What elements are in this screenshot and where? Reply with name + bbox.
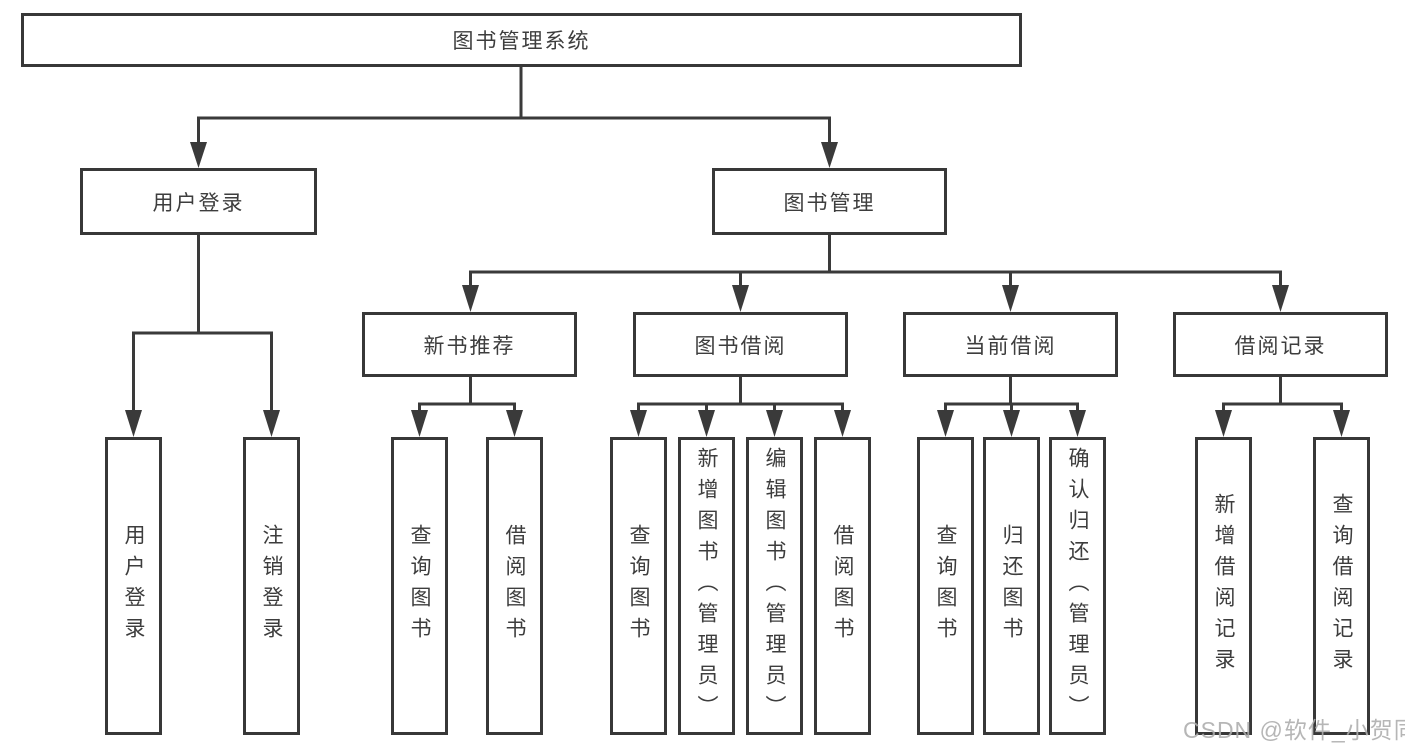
node-label: 用户登录 [122, 524, 145, 648]
node-newrec-borrow-books: 借阅图书 [486, 437, 543, 735]
arrowheads [125, 142, 1350, 437]
node-new-book-rec: 新书推荐 [362, 312, 577, 377]
arrowhead [506, 410, 523, 437]
node-current-return-books: 归还图书 [983, 437, 1040, 735]
arrowhead [1002, 285, 1019, 312]
node-borrow-query-books: 查询图书 [610, 437, 667, 735]
connector-new-book-split [418, 377, 516, 412]
node-user-login: 用户登录 [80, 168, 317, 235]
arrowhead [937, 410, 954, 437]
arrowhead [732, 285, 749, 312]
node-label: 借阅图书 [831, 524, 854, 648]
arrowhead [834, 410, 851, 437]
node-label: 新增图书（管理员） [695, 446, 718, 726]
node-borrow-records: 借阅记录 [1173, 312, 1388, 377]
node-label: 归还图书 [1000, 524, 1023, 648]
node-current-borrow: 当前借阅 [903, 312, 1118, 377]
node-current-confirm-return-admin: 确认归还（管理员） [1049, 437, 1106, 735]
arrowhead [263, 410, 280, 437]
arrowhead [698, 410, 715, 437]
connector-root-to-level2 [197, 67, 831, 144]
node-borrow-add-books-admin: 新增图书（管理员） [678, 437, 735, 735]
node-label: 查询图书 [934, 524, 957, 648]
node-label: 确认归还（管理员） [1066, 446, 1089, 726]
arrowhead [1069, 410, 1086, 437]
connector-records-split [1222, 377, 1343, 412]
arrowhead [411, 410, 428, 437]
arrowhead [1333, 410, 1350, 437]
node-root: 图书管理系统 [21, 13, 1022, 67]
node-book-borrow: 图书借阅 [633, 312, 848, 377]
connector-book-borrow-split [637, 377, 844, 412]
arrowhead [1272, 285, 1289, 312]
connector-book-mgmt-split [469, 235, 1282, 287]
node-records-add-record: 新增借阅记录 [1195, 437, 1252, 735]
node-records-query-record: 查询借阅记录 [1313, 437, 1370, 735]
node-logout: 注销登录 [243, 437, 300, 735]
node-book-mgmt: 图书管理 [712, 168, 947, 235]
node-label: 借阅图书 [503, 524, 526, 648]
arrowhead [630, 410, 647, 437]
connectors [132, 67, 1343, 412]
node-label: 查询借阅记录 [1330, 493, 1353, 679]
node-borrow-edit-books-admin: 编辑图书（管理员） [746, 437, 803, 735]
node-label: 编辑图书（管理员） [763, 446, 786, 726]
csdn-watermark: CSDN @软件_小贺同学 [1183, 717, 1405, 743]
node-newrec-query-books: 查询图书 [391, 437, 448, 735]
node-label: 查询图书 [408, 524, 431, 648]
arrowhead [125, 410, 142, 437]
arrowhead [1003, 410, 1020, 437]
node-borrow-borrow-books: 借阅图书 [814, 437, 871, 735]
node-label: 注销登录 [260, 524, 283, 648]
arrowhead [766, 410, 783, 437]
node-current-query-books: 查询图书 [917, 437, 974, 735]
node-label: 查询图书 [627, 524, 650, 648]
arrowhead [190, 142, 207, 168]
arrowhead [1215, 410, 1232, 437]
node-login-user: 用户登录 [105, 437, 162, 735]
arrowhead [821, 142, 838, 168]
arrowhead [462, 285, 479, 312]
connector-user-login-split [132, 235, 273, 412]
node-label: 新增借阅记录 [1212, 493, 1235, 679]
connector-current-borrow-split [944, 377, 1079, 412]
